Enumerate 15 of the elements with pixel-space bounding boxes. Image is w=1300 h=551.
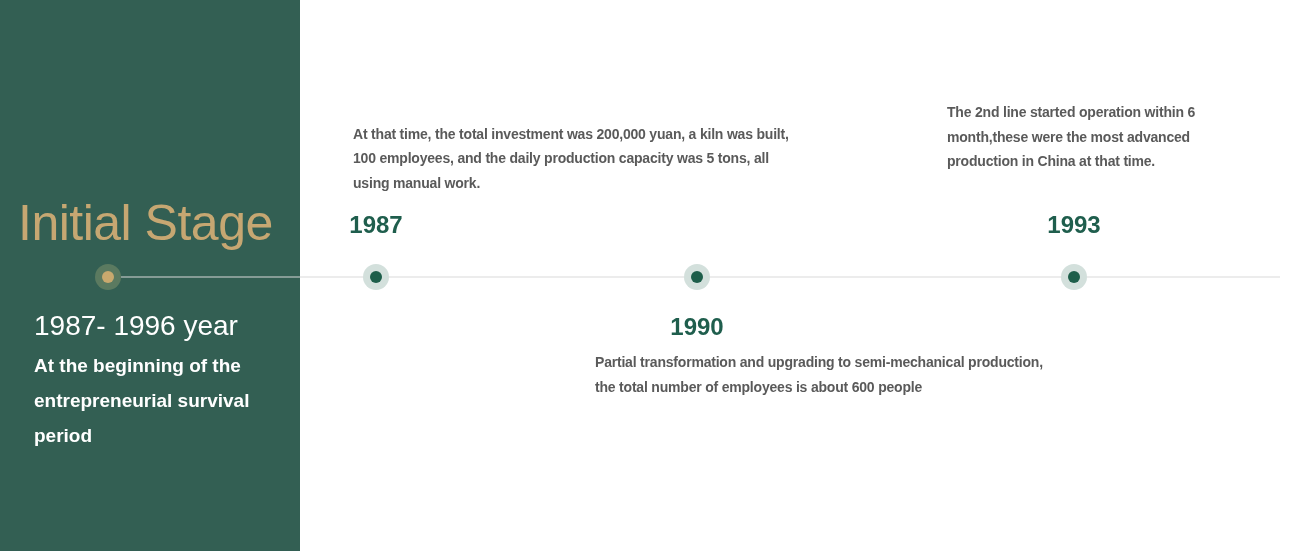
milestone-dot — [684, 264, 710, 290]
milestone-dot — [363, 264, 389, 290]
milestone-description: The 2nd line started operation within 6 month,these were the most advanced production in China at that time. — [947, 103, 1197, 171]
year-range: 1987- 1996 year — [34, 310, 238, 342]
timeline-line — [120, 276, 364, 278]
stage-title: Initial Stage — [18, 194, 273, 252]
milestone-description: Partial transformation and upgrading to semi-mechanical production, the total number of employees is about 600 people — [595, 353, 1044, 397]
milestone-year: 1987 — [349, 211, 403, 239]
stage-panel — [0, 0, 300, 551]
stage-description: At the beginning of the entrepreneurial survival period — [34, 354, 251, 448]
milestone-year: 1993 — [1047, 211, 1101, 239]
milestone-description: At that time, the total investment was 200,000 yuan, a kiln was built, 100 employees, and the daily production capacity was 5 tons, all using manual work. — [353, 124, 790, 193]
milestone-dot — [95, 264, 121, 290]
milestone-dot — [1061, 264, 1087, 290]
milestone-year: 1990 — [670, 313, 724, 341]
